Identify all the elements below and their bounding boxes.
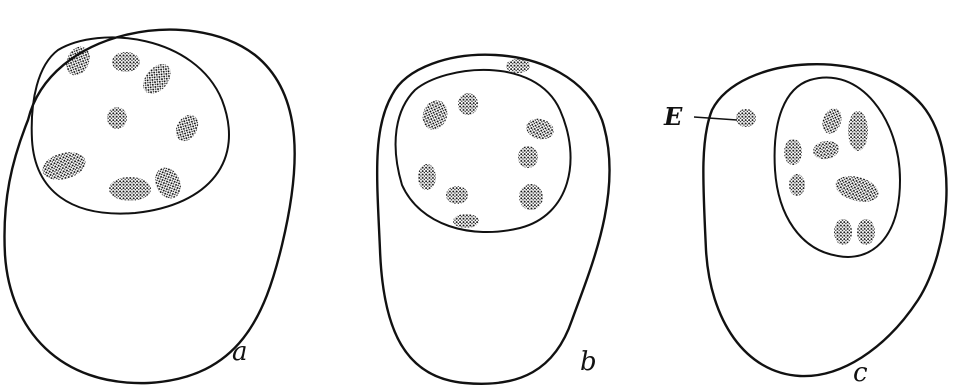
- chromosome: [833, 172, 882, 207]
- chromosome: [848, 111, 868, 151]
- chromosome: [506, 59, 530, 73]
- chromosome-group-b: [418, 59, 556, 228]
- chromosome: [784, 139, 802, 165]
- chromosome-group-c: [736, 106, 881, 245]
- panel-label-b: b: [580, 347, 597, 377]
- panel-b: b: [377, 55, 609, 384]
- annotation-label-e: E: [663, 102, 683, 131]
- chromosome: [518, 146, 538, 168]
- nucleus-outline-b: [396, 70, 571, 232]
- chromosome: [834, 219, 852, 245]
- chromosome: [39, 148, 88, 185]
- chromosome: [109, 177, 151, 201]
- chromosome: [107, 107, 127, 129]
- chromosome: [819, 106, 845, 137]
- chromosome: [519, 184, 543, 210]
- chromosome-group-a: [39, 43, 202, 203]
- chromosome-e: [736, 109, 756, 127]
- chromosome: [112, 52, 140, 72]
- chromosome: [789, 174, 805, 196]
- panel-c: E c: [663, 64, 947, 388]
- chromosome: [418, 164, 436, 190]
- chromosome: [524, 116, 556, 143]
- cell-outline-b: [377, 55, 609, 384]
- chromosome: [812, 139, 841, 161]
- chromosome: [138, 59, 177, 99]
- chromosome: [446, 186, 468, 204]
- chromosome: [171, 111, 202, 145]
- panel-label-a: a: [232, 337, 248, 367]
- chromosome: [458, 93, 478, 115]
- panel-label-c: c: [853, 358, 868, 388]
- chromosome: [453, 214, 479, 228]
- chromosome: [857, 219, 875, 245]
- chromosome: [419, 97, 452, 133]
- panel-a: a: [4, 30, 294, 383]
- annotation-leader-e: [694, 117, 737, 120]
- chromosome: [150, 163, 185, 202]
